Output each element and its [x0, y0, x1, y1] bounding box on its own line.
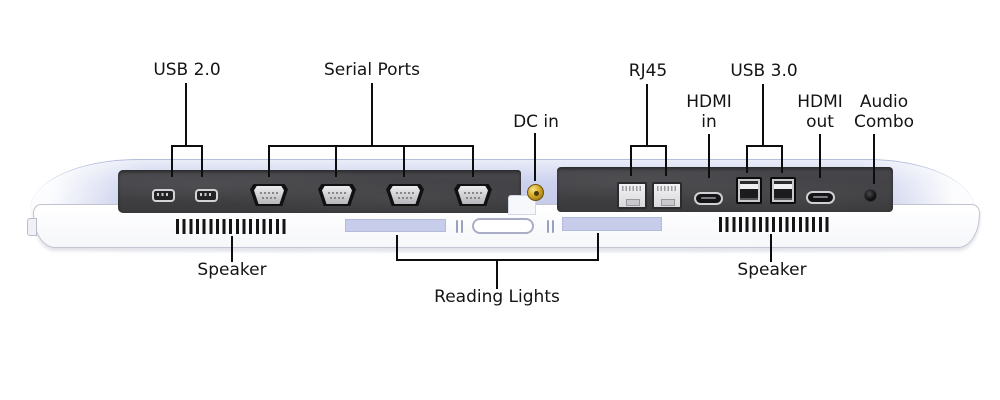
reading-light-left: [345, 219, 446, 232]
callout-line-rj45-bracket: [630, 145, 667, 147]
center-notch: [508, 195, 536, 215]
callout-line-rj45-drop: [630, 145, 632, 176]
serial-port-icon: [250, 184, 288, 206]
callout-line-usb2-bracket: [171, 145, 203, 147]
rj45-port-icon: [617, 182, 647, 209]
serial-port-icon: [386, 184, 424, 206]
callout-line-usb3-drop: [746, 145, 748, 173]
callout-line-speakerleft-stem: [231, 236, 233, 262]
speaker-grille-left: [176, 219, 289, 234]
callout-line-audio-stem: [873, 134, 875, 184]
callout-line-usb2-stem: [185, 83, 187, 146]
rj45-port-icon: [652, 182, 682, 209]
speaker-grille-right: [719, 217, 832, 232]
callout-line-rj45-stem: [646, 84, 648, 146]
callout-line-speakerright-stem: [770, 234, 772, 262]
label-hdmi-in-line2: in: [701, 112, 717, 132]
usb3-port-icon: [736, 177, 762, 204]
label-audio-combo-line2: Combo: [853, 112, 915, 132]
callout-line-usb3-bracket: [746, 145, 783, 147]
label-usb-3-0: USB 3.0: [730, 61, 798, 81]
hdmi-in-port-icon: [694, 192, 723, 205]
label-rj45: RJ45: [628, 61, 668, 81]
usb2-port-icon: [152, 189, 175, 202]
callout-line-serial-bracket: [268, 145, 474, 147]
label-hdmi-in-line1: HDMI: [686, 92, 732, 112]
label-usb-2-0: USB 2.0: [153, 60, 221, 80]
bezel-seam: [461, 220, 463, 233]
bezel-seam: [552, 220, 554, 233]
callout-line-serial-drop: [268, 145, 270, 177]
hdmi-out-port-icon: [806, 191, 835, 204]
label-reading-lights: Reading Lights: [434, 287, 560, 307]
serial-port-icon: [454, 184, 492, 206]
label-dc-in: DC in: [513, 112, 559, 132]
label-hdmi-out-line1: HDMI: [797, 92, 843, 112]
usb3-port-icon: [770, 177, 796, 204]
callout-line-readinglights-drop: [597, 233, 599, 261]
callout-line-serial-drop: [472, 145, 474, 177]
bezel-seam: [547, 220, 549, 233]
label-speaker-right: Speaker: [737, 260, 807, 280]
device-shadow: [90, 249, 910, 252]
callout-line-rj45-drop: [665, 145, 667, 176]
callout-line-dcin-stem: [534, 133, 536, 181]
label-hdmi-out-line2: out: [806, 112, 834, 132]
port-strip-right: [557, 167, 893, 212]
callout-line-serial-drop: [335, 145, 337, 177]
callout-line-hdmiout-stem: [819, 134, 821, 178]
callout-line-usb2-drop: [171, 145, 173, 177]
callout-line-serial-drop: [403, 145, 405, 177]
label-speaker-left: Speaker: [197, 260, 267, 280]
serial-port-icon: [318, 184, 356, 206]
center-button: [472, 218, 534, 234]
callout-line-serial-stem: [371, 83, 373, 146]
device-left-edge-tab: [27, 218, 37, 236]
audio-combo-jack-icon: [864, 189, 877, 202]
usb-pins: [157, 193, 170, 196]
callout-line-usb2-drop: [201, 145, 203, 177]
dc-in-jack-icon: [527, 184, 544, 201]
callout-line-hdmiin-stem: [708, 134, 710, 178]
usb-pins: [200, 193, 213, 196]
usb2-port-icon: [195, 189, 218, 202]
callout-line-readinglights-stem: [496, 259, 498, 289]
reading-light-right: [562, 217, 662, 231]
callout-line-usb3-stem: [762, 84, 764, 146]
callout-line-usb3-drop: [781, 145, 783, 173]
bezel-seam: [456, 220, 458, 233]
callout-line-readinglights-drop: [396, 235, 398, 261]
label-serial-ports: Serial Ports: [323, 60, 421, 80]
label-audio-combo-line1: Audio: [859, 92, 909, 112]
